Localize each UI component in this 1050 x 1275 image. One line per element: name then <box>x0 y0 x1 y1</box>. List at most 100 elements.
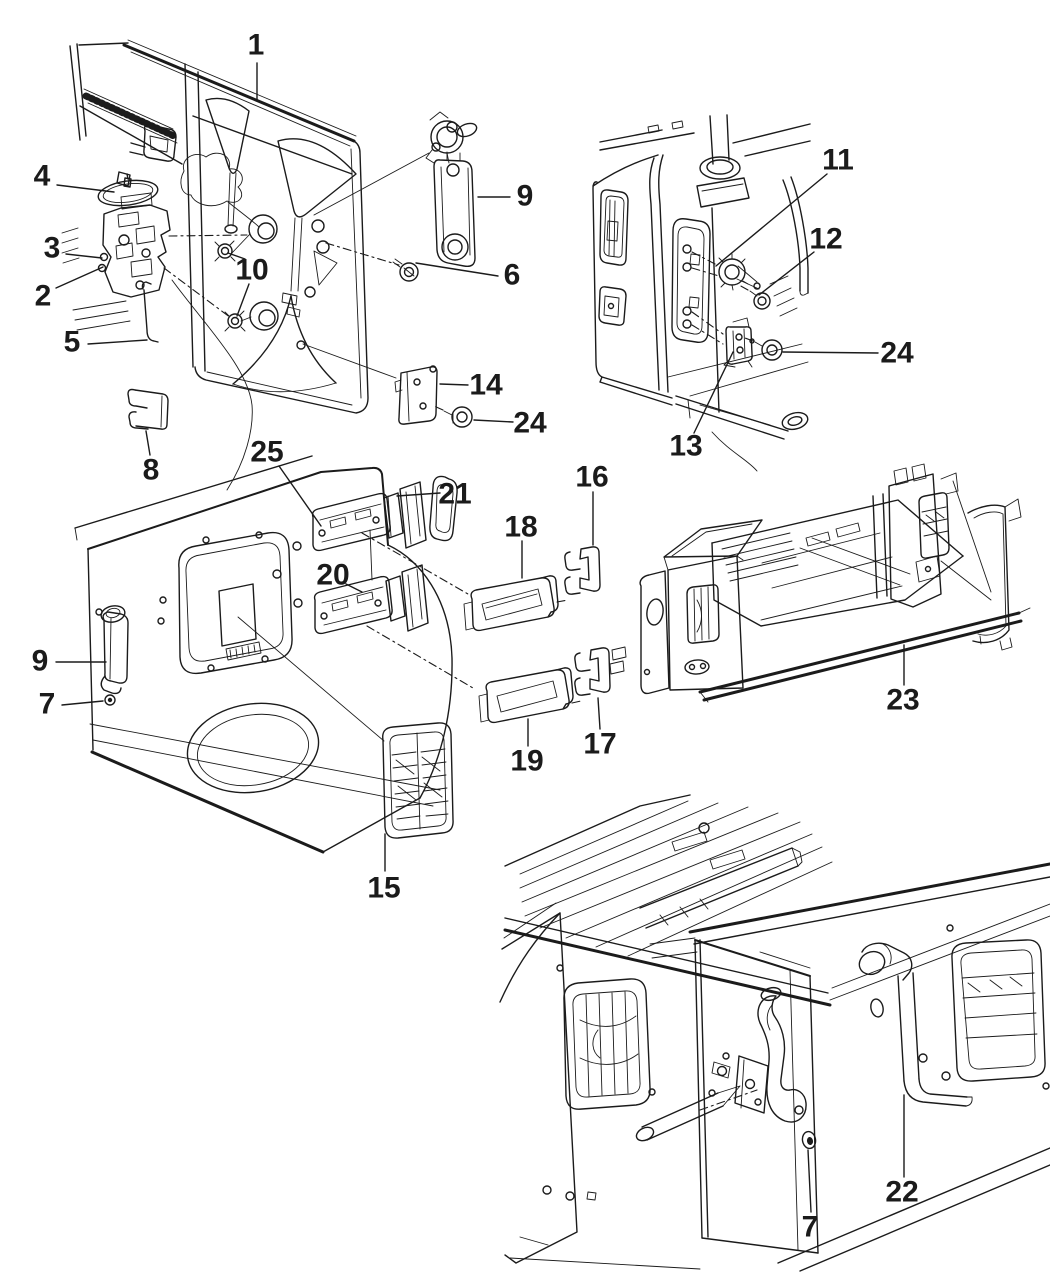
check-strap <box>433 151 476 268</box>
taillight-recess <box>598 189 629 326</box>
view-body-side-hinges <box>592 114 811 472</box>
clip-16 <box>564 546 601 595</box>
left-wall <box>609 570 670 695</box>
release-rod <box>141 281 159 343</box>
callout-leader-8 <box>145 430 151 456</box>
view-tailgate-outer-panel <box>74 455 611 854</box>
release-cable <box>171 279 253 491</box>
cargo-floor <box>503 794 1050 1007</box>
callout-label-20: 20 <box>316 559 349 592</box>
outer-handle <box>95 605 129 695</box>
screw-24b <box>744 337 783 361</box>
callout-label-3: 3 <box>44 232 61 265</box>
right-quarter-panel <box>509 924 1050 1272</box>
push-button <box>104 694 116 706</box>
hinge-13 <box>691 311 753 368</box>
lock-cylinder <box>425 111 478 164</box>
sill-rail-23 <box>698 607 1031 703</box>
callout-label-9: 9 <box>517 180 534 213</box>
hinge-striker-line-upper <box>361 532 469 595</box>
body-corner <box>592 114 811 413</box>
callout-leader-10 <box>236 283 250 317</box>
screw-24a <box>433 405 473 428</box>
callout-label-24: 24 <box>880 337 914 370</box>
callout-leader-10 <box>227 252 246 260</box>
callout-label-7: 7 <box>802 1211 819 1244</box>
callout-layer: 1432581096142411122413252120161819172315… <box>32 29 920 1244</box>
callout-label-18: 18 <box>504 511 537 544</box>
striker-19 <box>478 667 574 724</box>
view-rear-body-structure <box>609 463 1031 703</box>
striker-clip-line-17 <box>571 700 582 704</box>
license-plate-recess <box>157 531 303 675</box>
callout-label-21: 21 <box>438 478 471 511</box>
callout-leader-17 <box>597 697 601 730</box>
striker-18 <box>463 575 559 632</box>
callout-leader-12 <box>758 251 815 296</box>
callout-label-9: 9 <box>32 645 49 678</box>
callout-label-24: 24 <box>513 407 547 440</box>
callout-label-16: 16 <box>575 461 608 494</box>
callout-leader-24 <box>473 419 514 423</box>
screw-6 <box>392 258 419 282</box>
callout-leader-24 <box>782 351 879 354</box>
right-tower <box>872 463 992 608</box>
lower-crossmember <box>599 275 809 472</box>
front-box <box>663 519 763 691</box>
callout-leader-7 <box>61 700 104 706</box>
callout-label-8: 8 <box>143 454 160 487</box>
left-quarter-panel <box>499 902 656 1264</box>
callout-label-17: 17 <box>583 728 616 761</box>
callout-label-13: 13 <box>669 430 702 463</box>
hinge-mounting-face <box>671 218 711 343</box>
outer-panel <box>74 455 453 854</box>
hinge-11 <box>691 251 761 291</box>
callout-label-11: 11 <box>822 144 854 177</box>
callout-leader-6 <box>415 262 499 277</box>
callout-label-2: 2 <box>35 280 52 313</box>
latch-assembly <box>97 173 171 298</box>
vent-15 <box>382 722 454 839</box>
side-frame-rail <box>967 498 1022 651</box>
assembly-lines-a <box>163 152 430 379</box>
clip-17 <box>574 647 611 696</box>
callout-leader-20 <box>345 583 363 593</box>
callout-leader-21 <box>396 492 441 497</box>
upper-hinge-25-21 <box>311 475 458 552</box>
callout-label-1: 1 <box>248 29 265 62</box>
view-tailgate-inner-panel <box>61 39 478 491</box>
callout-leader-13 <box>693 351 734 434</box>
callout-label-15: 15 <box>367 872 400 905</box>
view-body-tub-rear <box>499 794 1050 1272</box>
callout-label-12: 12 <box>809 223 842 256</box>
callout-leader-3 <box>65 253 103 259</box>
callout-label-7: 7 <box>39 688 56 721</box>
wiring-harness <box>180 152 260 228</box>
callout-label-10: 10 <box>235 254 268 287</box>
callout-label-25: 25 <box>250 436 283 469</box>
callout-label-23: 23 <box>886 684 919 717</box>
floor-pan <box>711 499 964 627</box>
callout-label-19: 19 <box>510 745 543 778</box>
callout-leader-7 <box>807 1149 812 1213</box>
rod-clip <box>127 388 169 430</box>
callout-leader-25 <box>278 465 322 527</box>
callout-label-22: 22 <box>885 1176 918 1209</box>
callout-leader-14 <box>439 383 469 386</box>
tailgate-inner-skin <box>122 39 369 414</box>
callout-label-14: 14 <box>469 369 503 402</box>
striker-clip-line-16 <box>556 599 569 603</box>
callout-label-6: 6 <box>504 259 521 292</box>
hinge-striker-line-lower <box>366 625 474 689</box>
callout-label-4: 4 <box>34 160 51 193</box>
window-frame <box>61 42 183 331</box>
bracket-14 <box>394 365 438 425</box>
callout-label-5: 5 <box>64 326 81 359</box>
callout-leader-4 <box>56 184 115 193</box>
callout-leader-11 <box>715 173 828 267</box>
callout-leader-2 <box>55 266 104 289</box>
speed-nut <box>214 240 246 332</box>
callout-leader-5 <box>87 339 148 345</box>
